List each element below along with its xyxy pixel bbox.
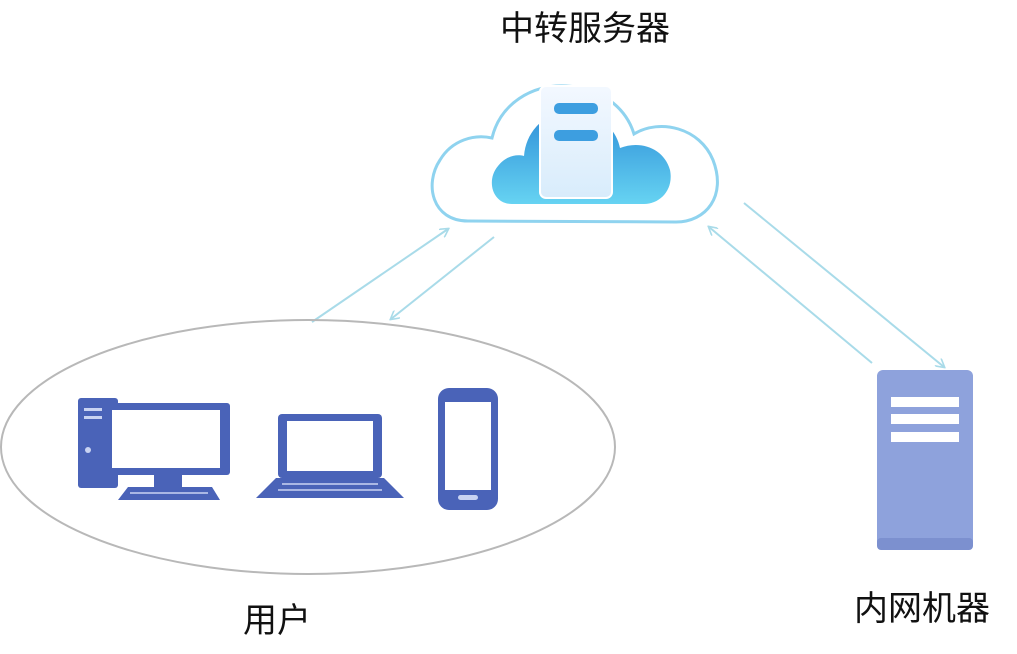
arrow-up xyxy=(709,227,873,364)
connection-server-intranet xyxy=(709,202,944,367)
smartphone-icon xyxy=(438,388,498,510)
arrow-down xyxy=(743,202,944,367)
desktop-computer-icon xyxy=(78,398,230,500)
arrow-down xyxy=(391,236,495,319)
server-slot xyxy=(554,103,598,114)
users-group-ellipse xyxy=(0,319,616,575)
cloud-server-icon xyxy=(430,84,719,224)
connection-users-server xyxy=(311,229,495,323)
server-body xyxy=(539,85,613,199)
server-slot xyxy=(554,130,598,141)
server-tower-icon xyxy=(877,370,973,550)
intranet-machine-label: 内网机器 xyxy=(854,589,990,629)
laptop-icon xyxy=(256,414,404,498)
users-label: 用户 xyxy=(243,601,311,641)
arrow-up xyxy=(311,229,448,323)
relay-server-label: 中转服务器 xyxy=(500,9,670,49)
